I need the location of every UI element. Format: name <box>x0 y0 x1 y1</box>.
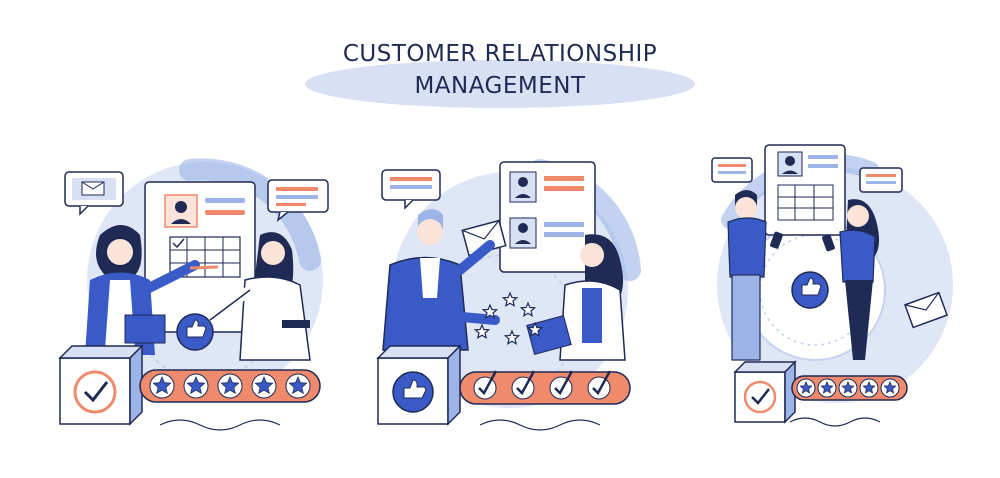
document-icon <box>764 144 846 236</box>
thumbs-up-icon <box>791 271 829 309</box>
person-woman-left <box>85 225 219 355</box>
squiggle-line <box>479 419 601 431</box>
rating-stars <box>149 373 311 399</box>
star-icon <box>254 375 274 395</box>
checkmark-badge <box>733 360 797 424</box>
squiggle-line <box>159 419 281 431</box>
rating-slot <box>549 376 573 400</box>
star-icon <box>519 301 537 317</box>
checkmark-icon <box>751 388 770 405</box>
envelope-icon <box>461 219 507 257</box>
star-icon <box>820 380 834 394</box>
scene-left <box>58 158 329 431</box>
page-title: CUSTOMER RELATIONSHIP MANAGEMENT <box>0 38 1000 102</box>
star-icon <box>503 329 521 345</box>
star-icon <box>841 380 855 394</box>
star-icon <box>799 380 813 394</box>
checkmark-icon <box>83 381 109 403</box>
scene-middle <box>376 159 641 431</box>
person-man <box>382 209 500 351</box>
star-icon <box>883 380 897 394</box>
thumbs-up-badge <box>376 344 462 426</box>
star-icon <box>862 380 876 394</box>
envelope-icon <box>904 291 948 329</box>
message-bubble-icon <box>267 179 329 222</box>
person-woman-right <box>205 232 311 361</box>
title-highlight-blob <box>305 60 695 108</box>
title-line-2: MANAGEMENT <box>414 73 586 99</box>
star-icon <box>152 375 172 395</box>
rating-checks <box>473 370 612 400</box>
check-rating-bar <box>459 370 631 431</box>
rating-slot <box>587 376 611 400</box>
check-icon <box>478 370 498 396</box>
star-icon <box>526 321 544 337</box>
checkmark-badge <box>58 344 144 426</box>
star-icon <box>481 303 499 319</box>
document-icon <box>499 161 596 273</box>
star-rating-bar <box>139 369 321 431</box>
thumbs-up-icon <box>176 313 214 351</box>
rating-stars <box>796 378 900 398</box>
star-icon <box>186 375 206 395</box>
star-icon <box>473 323 491 339</box>
thumbs-up-icon <box>403 379 427 399</box>
person-woman <box>526 234 626 361</box>
title-line-1: CUSTOMER RELATIONSHIP <box>342 41 658 67</box>
star-rating-bar <box>789 375 908 427</box>
message-bubble-icon <box>711 157 753 183</box>
message-bubble-icon <box>381 169 441 210</box>
star-icon <box>501 291 519 307</box>
scene-right <box>711 144 953 427</box>
document-icon <box>144 181 256 333</box>
person-man <box>727 190 783 361</box>
check-icon <box>554 370 574 396</box>
person-woman <box>822 199 880 360</box>
squiggle-line <box>789 417 881 427</box>
star-icon <box>220 375 240 395</box>
floating-stars <box>473 291 544 345</box>
check-icon <box>592 370 612 396</box>
star-icon <box>288 375 308 395</box>
check-icon <box>516 370 536 396</box>
message-bubble-icon-right <box>859 167 903 193</box>
stock-id-label: 532063835 <box>2 310 16 470</box>
rating-slot <box>511 376 535 400</box>
chat-bubble-icon <box>64 171 124 216</box>
rating-slot <box>473 376 497 400</box>
